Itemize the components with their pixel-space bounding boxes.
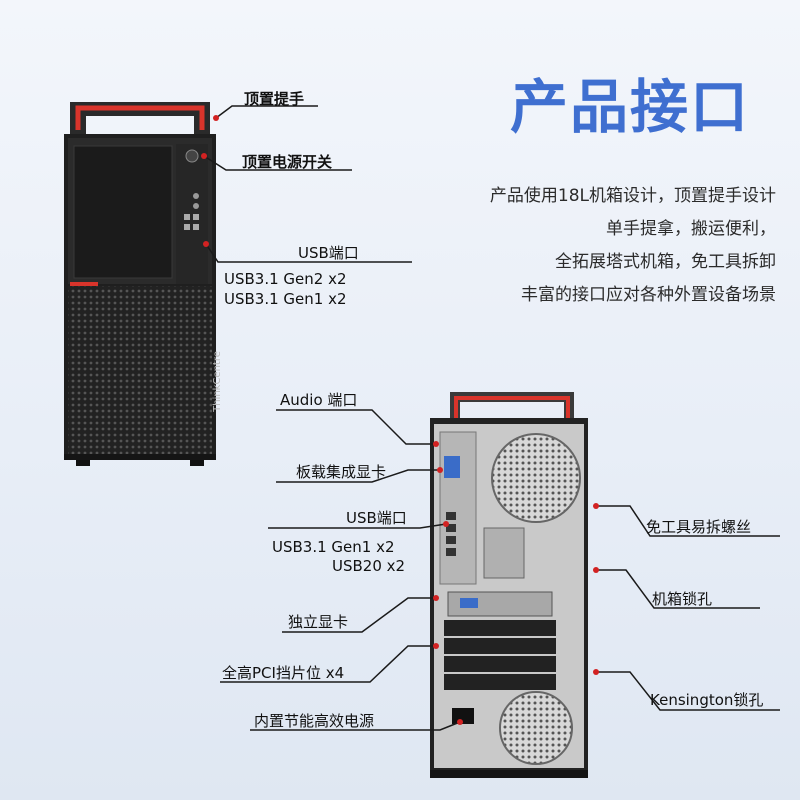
power-button-shape — [185, 149, 199, 163]
label-power-supply: 内置节能高效电源 — [254, 712, 375, 730]
label-rear-usb-line2: USB20 x2 — [332, 557, 406, 575]
tower-rear-image — [430, 392, 588, 778]
description-line: 丰富的接口应对各种外置设备场景 — [521, 285, 776, 305]
description-line: 单手提拿，搬运便利， — [606, 219, 776, 239]
label-rear-usb-title: USB端口 — [346, 509, 407, 527]
label-front-usb-title: USB端口 — [298, 244, 359, 262]
label-chassis-lock: 机箱锁孔 — [652, 590, 713, 608]
label-discrete-graphics: 独立显卡 — [288, 613, 349, 631]
brand-badge: ThinkCentre — [211, 351, 223, 412]
label-kensington-lock: Kensington锁孔 — [650, 691, 764, 709]
label-onboard-graphics: 板载集成显卡 — [296, 463, 387, 481]
label-pci-slots: 全高PCI挡片位 x4 — [222, 664, 345, 682]
label-rear-usb-line1: USB3.1 Gen1 x2 — [272, 538, 395, 556]
label-top-power-switch: 顶置电源开关 — [242, 153, 333, 171]
label-front-usb-line1: USB3.1 Gen2 x2 — [224, 270, 347, 288]
label-top-handle: 顶置提手 — [244, 90, 305, 108]
description-line: 全拓展塔式机箱，免工具拆卸 — [555, 252, 776, 272]
label-front-usb-line2: USB3.1 Gen1 x2 — [224, 290, 347, 308]
description-line: 产品使用18L机箱设计，顶置提手设计 — [489, 186, 776, 206]
product-description: 产品使用18L机箱设计，顶置提手设计 单手提拿，搬运便利， 全拓展塔式机箱，免工… — [490, 180, 776, 312]
headline: 产品接口 — [510, 73, 751, 141]
label-audio-port: Audio 端口 — [280, 391, 358, 409]
tower-front-image — [64, 102, 216, 466]
label-toolless-screws: 免工具易拆螺丝 — [646, 518, 752, 536]
